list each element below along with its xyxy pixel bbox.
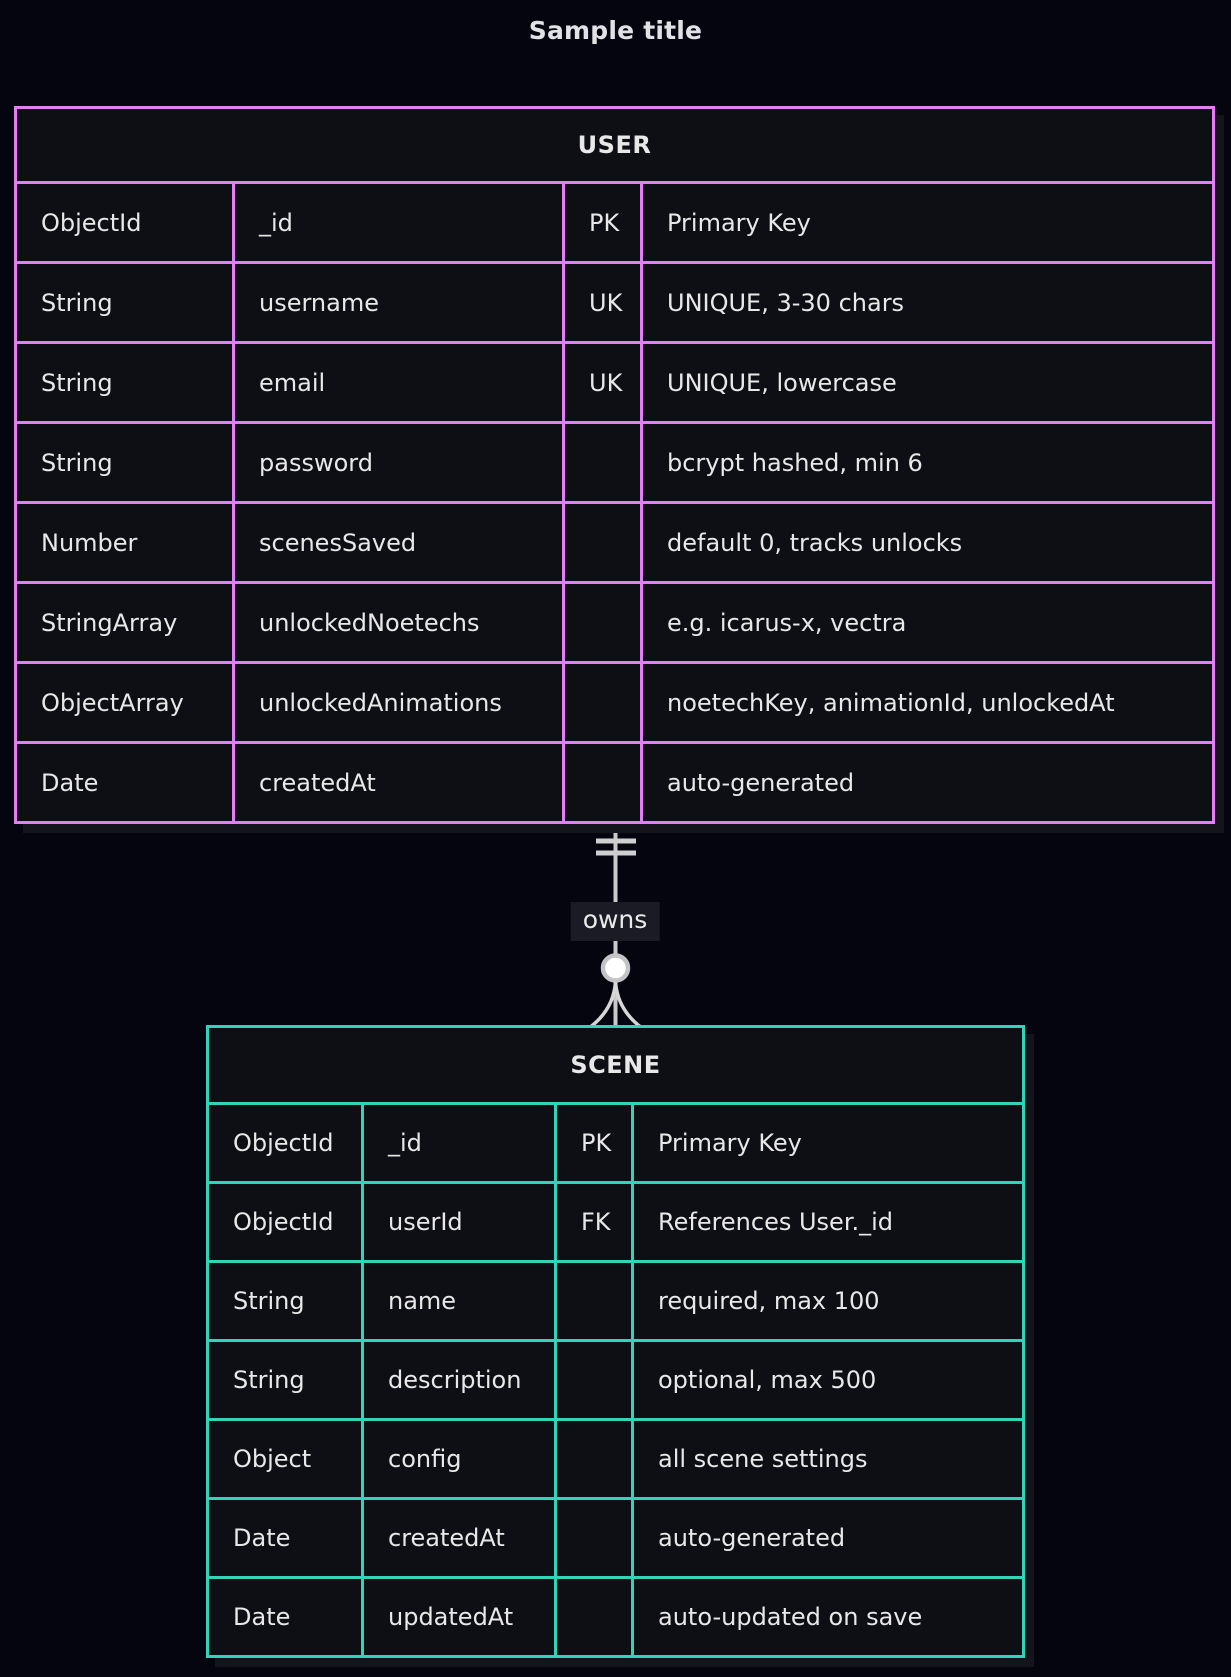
zero-or-many-circle-icon bbox=[600, 953, 631, 983]
attr-key bbox=[557, 1263, 631, 1339]
attr-key: PK bbox=[565, 184, 640, 261]
attr-name: unlockedAnimations bbox=[235, 664, 562, 741]
attr-name: _id bbox=[235, 184, 562, 261]
entity-scene-title: SCENE bbox=[209, 1028, 1022, 1102]
attr-key bbox=[565, 584, 640, 661]
attr-type: ObjectId bbox=[17, 184, 232, 261]
relationship-label: owns bbox=[570, 902, 660, 941]
attr-key bbox=[565, 424, 640, 501]
attr-key bbox=[565, 504, 640, 581]
attr-comment: default 0, tracks unlocks bbox=[643, 504, 1212, 581]
attr-key: UK bbox=[565, 264, 640, 341]
diagram-title: Sample title bbox=[528, 16, 703, 45]
attr-name: _id bbox=[364, 1105, 554, 1181]
attr-type: Date bbox=[209, 1500, 361, 1576]
entity-scene: SCENE ObjectId _id PK Primary Key Object… bbox=[206, 1025, 1025, 1658]
attr-key: UK bbox=[565, 344, 640, 421]
attr-type: Object bbox=[209, 1421, 361, 1497]
attr-comment: Primary Key bbox=[643, 184, 1212, 261]
attr-type: Date bbox=[17, 744, 232, 821]
attr-comment: bcrypt hashed, min 6 bbox=[643, 424, 1212, 501]
attr-name: unlockedNoetechs bbox=[235, 584, 562, 661]
entity-user-title: USER bbox=[17, 109, 1212, 181]
attr-key bbox=[557, 1342, 631, 1418]
crow-foot-right-icon bbox=[613, 981, 644, 1030]
entity-user: USER ObjectId _id PK Primary Key String … bbox=[14, 106, 1215, 824]
attr-name: createdAt bbox=[235, 744, 562, 821]
attr-comment: auto-updated on save bbox=[634, 1579, 1022, 1655]
attr-type: Number bbox=[17, 504, 232, 581]
attr-comment: UNIQUE, lowercase bbox=[643, 344, 1212, 421]
attr-name: createdAt bbox=[364, 1500, 554, 1576]
attr-comment: all scene settings bbox=[634, 1421, 1022, 1497]
attr-name: name bbox=[364, 1263, 554, 1339]
crow-foot-left-icon bbox=[587, 981, 618, 1030]
attr-type: ObjectId bbox=[209, 1184, 361, 1260]
attr-comment: noetechKey, animationId, unlockedAt bbox=[643, 664, 1212, 741]
attr-type: String bbox=[17, 344, 232, 421]
attr-key: PK bbox=[557, 1105, 631, 1181]
attr-type: ObjectId bbox=[209, 1105, 361, 1181]
attr-type: String bbox=[209, 1263, 361, 1339]
attr-comment: auto-generated bbox=[634, 1500, 1022, 1576]
attr-name: password bbox=[235, 424, 562, 501]
attr-comment: Primary Key bbox=[634, 1105, 1022, 1181]
attr-name: updatedAt bbox=[364, 1579, 554, 1655]
attr-comment: References User._id bbox=[634, 1184, 1022, 1260]
attr-name: username bbox=[235, 264, 562, 341]
attr-key bbox=[557, 1579, 631, 1655]
attr-comment: e.g. icarus-x, vectra bbox=[643, 584, 1212, 661]
attr-name: scenesSaved bbox=[235, 504, 562, 581]
attr-type: StringArray bbox=[17, 584, 232, 661]
attr-comment: auto-generated bbox=[643, 744, 1212, 821]
attr-name: email bbox=[235, 344, 562, 421]
attr-comment: optional, max 500 bbox=[634, 1342, 1022, 1418]
attr-comment: required, max 100 bbox=[634, 1263, 1022, 1339]
attr-name: config bbox=[364, 1421, 554, 1497]
attr-key bbox=[565, 664, 640, 741]
attr-type: String bbox=[17, 264, 232, 341]
attr-key bbox=[557, 1500, 631, 1576]
attr-type: String bbox=[209, 1342, 361, 1418]
attr-comment: UNIQUE, 3-30 chars bbox=[643, 264, 1212, 341]
attr-key bbox=[557, 1421, 631, 1497]
attr-key bbox=[565, 744, 640, 821]
attr-type: ObjectArray bbox=[17, 664, 232, 741]
attr-type: String bbox=[17, 424, 232, 501]
attr-key: FK bbox=[557, 1184, 631, 1260]
attr-type: Date bbox=[209, 1579, 361, 1655]
attr-name: description bbox=[364, 1342, 554, 1418]
attr-name: userId bbox=[364, 1184, 554, 1260]
